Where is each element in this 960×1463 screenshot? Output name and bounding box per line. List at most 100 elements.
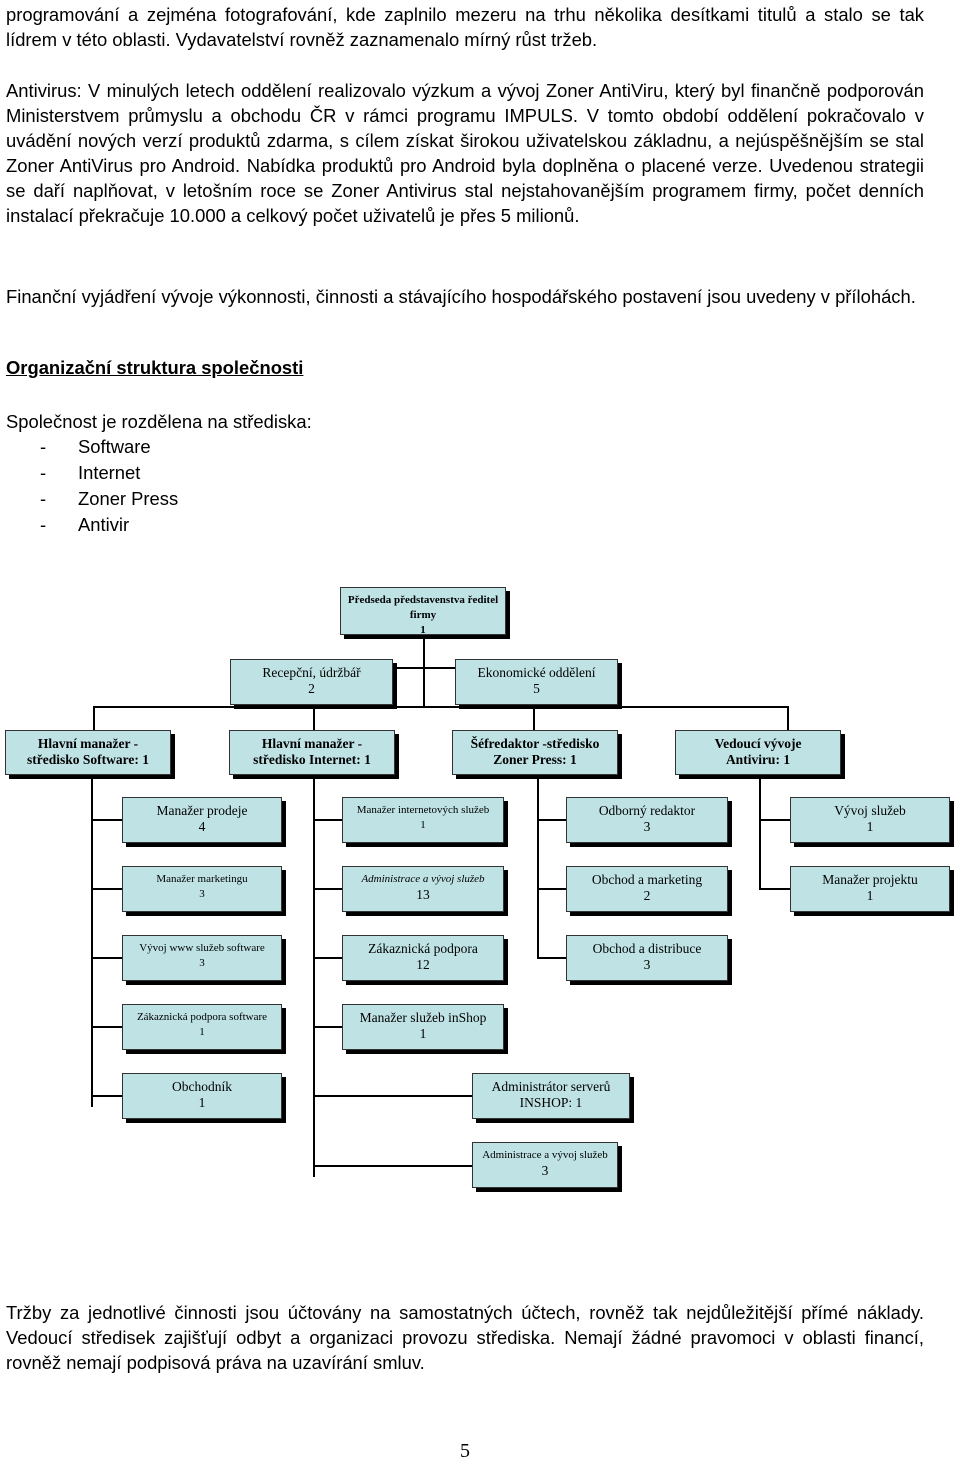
- org-box-count: středisko Software: 1: [27, 752, 149, 767]
- list-item: Software: [6, 434, 178, 460]
- paragraph-revenue: Tržby za jednotlivé činnosti jsou účtová…: [6, 1302, 924, 1373]
- org-box-title: Manažer prodeje: [156, 803, 248, 818]
- org-box-count: 1: [419, 1026, 427, 1041]
- org-box-internet-2: Administrace a vývoj služeb 13: [342, 866, 504, 912]
- paragraph-intro-continuation: programování a zejména fotografování, kd…: [6, 4, 924, 50]
- org-box-head-internet: Hlavní manažer - středisko Internet: 1: [229, 730, 395, 775]
- org-box-count: 3: [199, 888, 205, 900]
- org-box-title: Manažer marketingu: [156, 873, 248, 885]
- connector-line: [93, 706, 95, 730]
- org-box-press-2: Obchod a marketing 2: [566, 866, 728, 912]
- org-box-title: Odborný redaktor: [598, 803, 696, 818]
- connector-line: [759, 819, 791, 821]
- org-box-title: Recepční, údržbář: [262, 665, 361, 680]
- org-box-title: Vedoucí vývoje: [714, 736, 802, 751]
- connector-line: [91, 888, 123, 890]
- org-box-count: 3: [643, 957, 651, 972]
- connector-line: [537, 888, 567, 890]
- org-box-count: 1: [198, 1095, 206, 1110]
- org-box-head-software: Hlavní manažer - středisko Software: 1: [5, 730, 171, 775]
- org-box-chairman: Předseda představenstva ředitel firmy 1: [340, 587, 506, 636]
- connector-line: [313, 1165, 473, 1167]
- org-box-title: Manažer projektu: [822, 872, 918, 887]
- connector-line: [91, 1026, 123, 1028]
- org-box-count: Zoner Press: 1: [493, 752, 577, 767]
- org-box-software-3: Vývoj www služeb software 3: [122, 935, 282, 981]
- org-box-title: Administrace a vývoj služeb: [361, 873, 485, 885]
- org-box-title: Administrace a vývoj služeb: [482, 1149, 608, 1161]
- org-box-antivir-1: Vývoj služeb 1: [790, 797, 950, 843]
- paragraph-antivirus: Antivirus: V minulých letech oddělení re…: [6, 80, 924, 226]
- list-item: Antivir: [6, 512, 178, 538]
- org-box-title: Zákaznická podpora software: [136, 1011, 268, 1023]
- org-box-head-press: Šéfredaktor -středisko Zoner Press: 1: [452, 730, 618, 775]
- connector-line: [313, 777, 315, 1177]
- org-box-title: Manažer služeb inShop: [359, 1010, 487, 1025]
- org-box-title: Obchodník: [172, 1079, 232, 1094]
- org-box-title: Vývoj služeb: [834, 803, 906, 818]
- org-box-count: 1: [420, 819, 426, 831]
- org-box-count: 3: [643, 819, 651, 834]
- connector-line: [759, 888, 791, 890]
- org-box-count: 2: [308, 681, 315, 696]
- org-box-press-1: Odborný redaktor 3: [566, 797, 728, 843]
- org-box-internet-6: Administrace a vývoj služeb 3: [472, 1142, 618, 1188]
- org-box-count: středisko Internet: 1: [253, 752, 371, 767]
- divisions-intro: Společnost je rozdělena na střediska:: [6, 411, 312, 432]
- connector-line: [313, 888, 343, 890]
- connector-line: [313, 957, 343, 959]
- org-box-count: 1: [866, 888, 874, 903]
- org-box-title: Manažer internetových služeb: [356, 804, 490, 816]
- org-box-software-5: Obchodník 1: [122, 1073, 282, 1119]
- org-box-internet-4: Manažer služeb inShop 1: [342, 1004, 504, 1050]
- org-box-count: Antiviru: 1: [725, 752, 791, 767]
- org-box-count: 1: [420, 624, 426, 636]
- org-box-count: INSHOP: 1: [519, 1095, 583, 1110]
- org-box-title: Hlavní manažer -: [261, 736, 363, 751]
- org-box-count: 1: [866, 819, 874, 834]
- connector-line: [759, 777, 761, 890]
- org-box-title: Předseda představenstva ředitel firmy: [347, 594, 499, 621]
- connector-line: [537, 777, 539, 959]
- org-box-count: 3: [199, 957, 205, 969]
- org-box-economic: Ekonomické oddělení 5: [455, 659, 618, 705]
- connector-line: [313, 1095, 473, 1097]
- org-box-count: 4: [198, 819, 206, 834]
- connector-line: [91, 1095, 123, 1097]
- connector-line: [393, 667, 455, 669]
- connector-line: [91, 777, 93, 1107]
- org-box-title: Zákaznická podpora: [368, 941, 478, 956]
- org-box-internet-3: Zákaznická podpora 12: [342, 935, 504, 981]
- org-box-title: Šéfredaktor -středisko: [470, 736, 600, 751]
- org-box-count: 2: [643, 888, 651, 903]
- org-box-title: Ekonomické oddělení: [477, 665, 596, 680]
- org-box-software-4: Zákaznická podpora software 1: [122, 1004, 282, 1050]
- org-box-head-antivir: Vedoucí vývoje Antiviru: 1: [675, 730, 841, 775]
- org-chart: Předseda představenstva ředitel firmy 1 …: [0, 585, 960, 1215]
- org-box-title: Obchod a marketing: [591, 872, 703, 887]
- org-box-internet-1: Manažer internetových služeb 1: [342, 797, 504, 843]
- connector-line: [537, 819, 567, 821]
- org-box-count: 3: [541, 1163, 549, 1178]
- connector-line: [423, 635, 425, 707]
- org-box-title: Hlavní manažer -: [37, 736, 139, 751]
- org-box-antivir-2: Manažer projektu 1: [790, 866, 950, 912]
- org-box-count: 5: [533, 681, 540, 696]
- org-box-title: Administrátor serverů: [491, 1079, 611, 1094]
- section-heading: Organizační struktura společnosti: [6, 357, 304, 378]
- connector-line: [93, 706, 789, 708]
- page-number: 5: [460, 1440, 470, 1462]
- org-box-internet-5: Administrátor serverů INSHOP: 1: [472, 1073, 630, 1119]
- connector-line: [313, 706, 315, 730]
- connector-line: [533, 706, 535, 730]
- org-box-software-2: Manažer marketingu 3: [122, 866, 282, 912]
- org-box-title: Vývoj www služeb software: [139, 942, 265, 954]
- connector-line: [91, 957, 123, 959]
- list-item: Zoner Press: [6, 486, 178, 512]
- org-box-press-3: Obchod a distribuce 3: [566, 935, 728, 981]
- divisions-list: Software Internet Zoner Press Antivir: [6, 434, 178, 538]
- list-item: Internet: [6, 460, 178, 486]
- connector-line: [91, 819, 123, 821]
- org-box-reception: Recepční, údržbář 2: [230, 659, 393, 705]
- connector-line: [313, 1026, 343, 1028]
